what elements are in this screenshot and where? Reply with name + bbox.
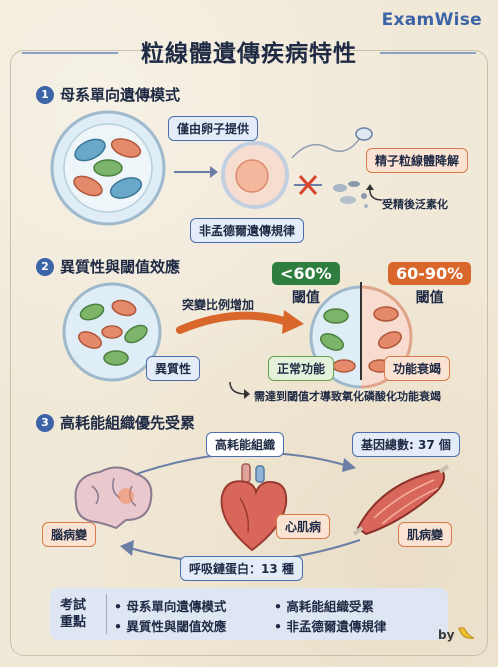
high-energy-tissue-label: 高耗能組織: [206, 432, 285, 457]
section-2-number: 2: [36, 257, 54, 276]
note-arrow-icon: [229, 381, 250, 399]
gene-count-label: 基因總數: 37 個: [352, 432, 460, 457]
section-2-heading: 2 異質性與閾值效應: [36, 256, 180, 277]
section-3-number: 3: [36, 413, 54, 432]
key-points-heading: 考試 重點: [60, 597, 86, 631]
non-mendelian-label: 非孟德爾遺傳規律: [190, 218, 305, 243]
high-threshold-group: 60-90% 閾值: [388, 262, 472, 307]
page-frame: [10, 50, 488, 656]
key-points-divider: [106, 594, 107, 634]
brand-logo: ExamWise: [381, 10, 482, 30]
low-threshold-label: 閾值: [291, 290, 320, 306]
egg-only-label: 僅由卵子提供: [168, 116, 259, 141]
high-threshold-label: 閾值: [415, 290, 444, 306]
mutation-increase-arrow: [176, 310, 304, 334]
key-points-heading-line1: 考試: [60, 598, 87, 613]
normal-function-label: 正常功能: [268, 356, 335, 381]
banana-logo-icon: [458, 627, 475, 639]
threshold-divider: [360, 282, 362, 380]
brain-illustration: [74, 466, 153, 530]
arrow-to-egg: [174, 166, 218, 178]
high-threshold-percent: 60-90%: [388, 262, 472, 285]
mother-cell-illustration: [50, 110, 166, 226]
section-1-number: 1: [36, 85, 54, 104]
mutation-increase-label: 突變比例增加: [182, 298, 255, 312]
key-point-item: • 異質性與閾值效應: [114, 619, 227, 634]
function-decline-label: 功能衰竭: [384, 356, 451, 381]
heteroplasmy-label: 異質性: [146, 356, 201, 381]
brain-disease-label: 腦病變: [42, 522, 97, 547]
myopathy-label: 肌病變: [398, 522, 453, 547]
threshold-note: 需達到閾值才導致氧化磷酸化功能衰竭: [254, 390, 441, 403]
section-3-title: 高耗能組織優先受累: [60, 414, 196, 432]
respiratory-protein-label: 呼吸鏈蛋白：13 種: [180, 556, 303, 581]
heteroplasmy-cell-illustration: [62, 282, 162, 382]
key-point-item: • 母系單向遺傳模式: [114, 599, 227, 614]
key-point-item: • 非孟德爾遺傳規律: [274, 619, 387, 634]
egg-cell-illustration: [221, 141, 289, 209]
section-1-heading: 1 母系單向遺傳模式: [36, 84, 180, 105]
section-2-title: 異質性與閾值效應: [60, 258, 181, 276]
muscle-illustration: [352, 464, 450, 536]
title-divider-left: [22, 52, 118, 54]
key-point-item: • 高耗能組織受累: [274, 599, 374, 614]
section-1-title: 母系單向遺傳模式: [60, 86, 181, 104]
sperm-degradation-label: 精子粒線體降解: [366, 148, 469, 173]
key-points-heading-line2: 重點: [60, 615, 87, 630]
title-divider-right: [380, 52, 476, 54]
blocked-transfer-icon: [294, 175, 322, 195]
degraded-fragments-icon: [333, 181, 368, 208]
key-points-box: 考試 重點 • 母系單向遺傳模式 • 高耗能組織受累 • 異質性與閾值效應 • …: [50, 588, 448, 640]
footer-by: by: [438, 628, 455, 642]
sperm-illustration: [291, 127, 373, 159]
cardiomyopathy-label: 心肌病: [276, 514, 331, 539]
low-threshold-percent: <60%: [272, 262, 340, 285]
heart-illustration: [220, 463, 288, 552]
section-3-heading: 3 高耗能組織優先受累: [36, 412, 195, 433]
low-threshold-group: <60% 閾值: [272, 262, 340, 307]
curved-arrow-icon: [366, 184, 383, 201]
page-title: 粒線體遺傳疾病特性: [141, 41, 357, 67]
ubiquitination-label: 受精後泛素化: [382, 198, 448, 211]
